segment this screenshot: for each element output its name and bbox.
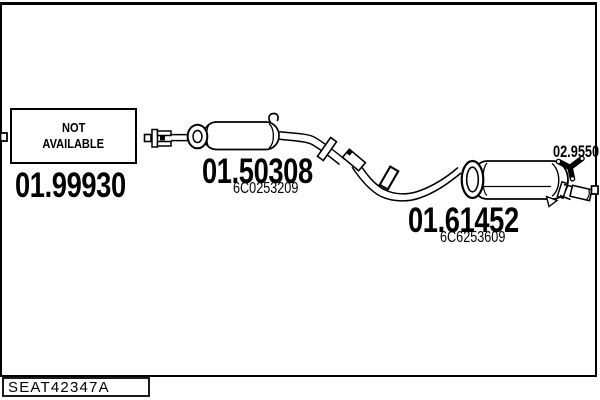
rear-silencer-oem-number: 6C6253609 bbox=[440, 229, 506, 246]
left-connector-square bbox=[0, 132, 8, 142]
rubber-hanger-icon bbox=[555, 155, 585, 182]
middle-silencer-drawing bbox=[143, 112, 280, 151]
middle-silencer-body bbox=[202, 121, 280, 151]
front-section-part-number: 01.99930 bbox=[15, 166, 126, 205]
rear-silencer-part-number: 01.61452 bbox=[408, 201, 519, 240]
connecting-pipe bbox=[278, 130, 462, 202]
rear-silencer-drawing bbox=[460, 159, 569, 200]
bracket-triangle bbox=[545, 195, 559, 208]
hanger-part-number: 02.9550 bbox=[553, 142, 600, 161]
middle-silencer-oem-number: 6C0253209 bbox=[233, 180, 299, 197]
rear-silencer-body bbox=[471, 160, 569, 200]
diagram-code-box: SEAT42347A bbox=[2, 377, 150, 397]
middle-silencer-part-number: 01.50308 bbox=[202, 152, 313, 191]
not-available-line2: AVAILABLE bbox=[42, 136, 105, 151]
silencer-hanger-hook bbox=[268, 112, 279, 123]
not-available-line1: NOT bbox=[61, 120, 86, 135]
pipe-clamp bbox=[316, 136, 338, 162]
tailpipe-drawing bbox=[545, 180, 599, 208]
pipe-sleeve-joint bbox=[341, 148, 367, 172]
diagram-code: SEAT42347A bbox=[8, 378, 110, 396]
front-pipe-connector-square bbox=[143, 133, 152, 143]
pipe-flange-clamp bbox=[378, 165, 400, 191]
tailpipe-tip bbox=[569, 184, 593, 202]
tailpipe-connector-square bbox=[590, 185, 599, 195]
not-available-box: NOT AVAILABLE bbox=[10, 108, 137, 164]
front-pipe-flange bbox=[151, 128, 172, 148]
